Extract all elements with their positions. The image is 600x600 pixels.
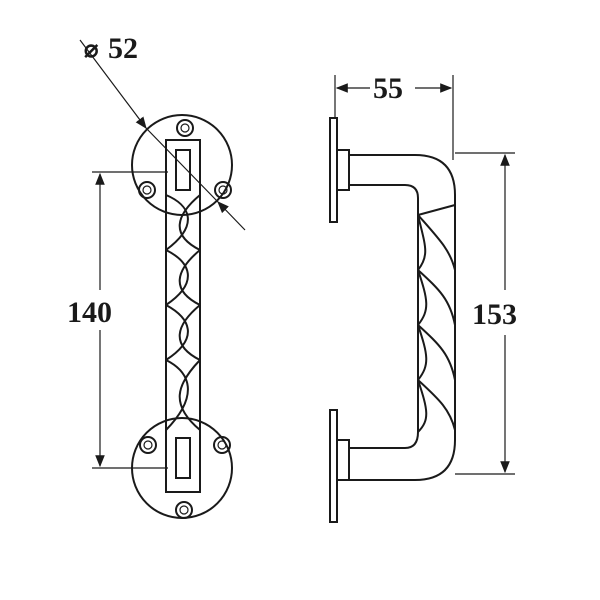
dimension-diameter-52: ⌀ 52 — [79, 32, 246, 231]
twisted-bar — [165, 139, 201, 493]
dimension-140: 140 — [67, 171, 168, 469]
dimension-55-label: 55 — [373, 72, 403, 105]
bottom-base-plate — [329, 409, 338, 523]
diameter-label: 52 — [108, 32, 138, 65]
side-view: 55 153 — [329, 72, 517, 523]
front-view: 140 ⌀ 52 — [67, 32, 246, 519]
diameter-symbol: ⌀ — [84, 37, 99, 63]
dimension-55: 55 — [334, 72, 454, 160]
dimension-153-label: 153 — [472, 298, 517, 331]
top-base-plate — [329, 117, 338, 223]
dimension-153: 153 — [455, 152, 517, 475]
dimension-140-label: 140 — [67, 296, 112, 329]
